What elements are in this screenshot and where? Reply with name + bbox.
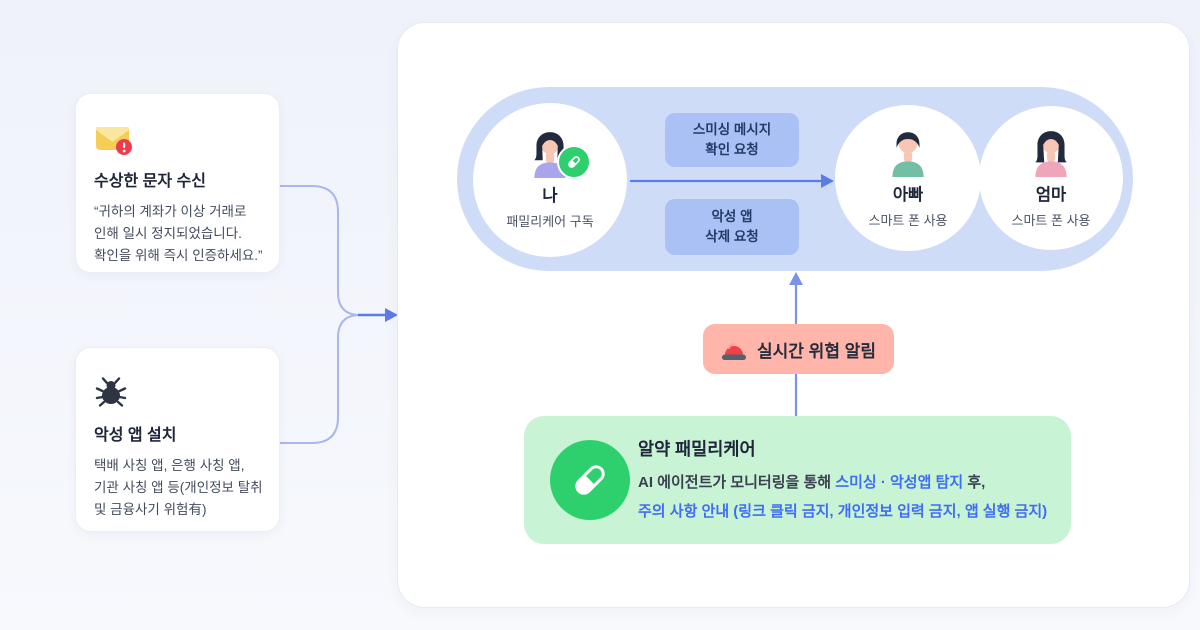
malware-delete-request-box: 악성 앱 삭제 요청 (665, 199, 799, 255)
right-arrowhead-icon (821, 174, 834, 188)
card-body-line: “귀하의 계좌가 이상 거래로 (94, 204, 247, 219)
member-dad: 아빠 스마트 폰 사용 (835, 105, 981, 251)
card-body-line: 택배 사칭 앱, 은행 사칭 앱, (94, 458, 245, 473)
member-me: 나 패밀리케어 구독 (473, 103, 627, 257)
siren-icon (721, 338, 747, 361)
service-title: 알약 패밀리케어 (638, 439, 756, 459)
service-line-1: AI 에이전트가 모니터링을 통해 스미싱 · 악성앱 탐지 후, (638, 468, 1058, 497)
suspicious-sms-card: 수상한 문자 수신 “귀하의 계좌가 이상 거래로 인해 일시 정지되었습니다.… (75, 93, 280, 273)
request-line: 확인 요청 (705, 142, 759, 157)
familycare-flow-panel: 나 패밀리케어 구독 아빠 스마트 폰 사용 엄마 스마트 폰 사용 (397, 22, 1190, 608)
request-line: 악성 앱 (711, 209, 753, 224)
pill-icon (550, 440, 630, 520)
request-line: 삭제 요청 (705, 229, 759, 244)
card-title: 악성 앱 설치 (94, 427, 177, 444)
up-arrowhead-icon (789, 272, 803, 285)
member-name: 아빠 (892, 186, 924, 204)
member-name: 엄마 (1035, 186, 1067, 204)
card-body: 택배 사칭 앱, 은행 사칭 앱, 기관 사칭 앱 등(개인정보 탈취 및 금융… (94, 455, 263, 521)
envelope-alert-icon (94, 122, 263, 158)
member-name: 나 (542, 187, 558, 205)
alert-label: 실시간 위협 알림 (757, 341, 876, 361)
man-avatar-icon (883, 126, 933, 178)
realtime-threat-alert-badge: 실시간 위협 알림 (703, 324, 894, 374)
member-caption: 패밀리케어 구독 (506, 214, 594, 229)
smishing-check-request-box: 스미싱 메시지 확인 요청 (665, 113, 799, 167)
bug-icon (94, 376, 263, 412)
card-body-line: 기관 사칭 앱 등(개인정보 탈취 (94, 480, 263, 495)
member-caption: 스마트 폰 사용 (1011, 213, 1091, 228)
member-mom: 엄마 스마트 폰 사용 (979, 106, 1123, 250)
service-line1-suffix: 후, (963, 474, 986, 491)
service-line-2: 주의 사항 안내 (링크 클릭 금지, 개인정보 입력 금지, 앱 실행 금지) (638, 503, 1048, 520)
member-caption: 스마트 폰 사용 (868, 213, 948, 228)
malicious-app-card: 악성 앱 설치 택배 사칭 앱, 은행 사칭 앱, 기관 사칭 앱 등(개인정보… (75, 347, 280, 532)
woman-avatar-icon (525, 127, 591, 179)
card-body-line: 및 금융사기 위험有) (94, 502, 207, 517)
card-body: “귀하의 계좌가 이상 거래로 인해 일시 정지되었습니다. 확인을 위해 즉시… (94, 201, 263, 267)
alyac-familycare-card: 알약 패밀리케어 AI 에이전트가 모니터링을 통해 스미싱 · 악성앱 탐지 … (524, 416, 1071, 544)
card-body-line: 인해 일시 정지되었습니다. (94, 226, 242, 241)
pill-subscription-badge-icon (557, 145, 591, 179)
service-line1-prefix: AI 에이전트가 모니터링을 통해 (638, 474, 836, 491)
card-body-line: 확인을 위해 즉시 인증하세요.” (94, 248, 263, 263)
card-title: 수상한 문자 수신 (94, 173, 206, 190)
woman-avatar-icon (1026, 126, 1076, 178)
service-line1-highlight: 스미싱 · 악성앱 탐지 (835, 474, 964, 491)
service-description: 알약 패밀리케어 AI 에이전트가 모니터링을 통해 스미싱 · 악성앱 탐지 … (638, 436, 1058, 526)
request-line: 스미싱 메시지 (692, 122, 772, 137)
right-arrowhead-icon (385, 308, 398, 322)
